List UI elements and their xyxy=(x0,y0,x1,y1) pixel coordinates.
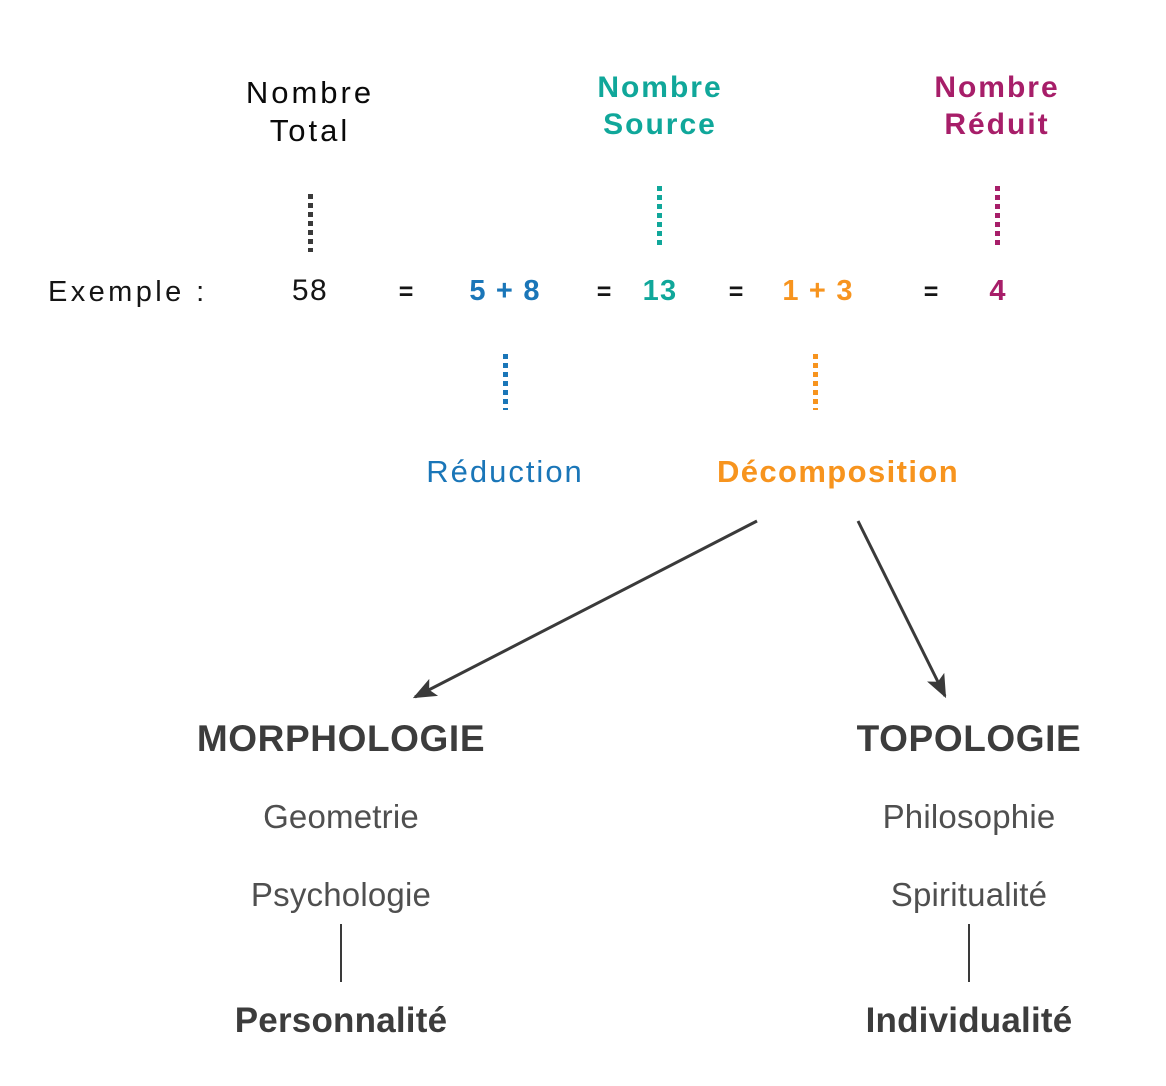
branch-morphologie-item-1: Psychologie xyxy=(250,876,432,913)
header-nombre-total-line1: Nombre xyxy=(245,75,375,110)
term-decomposed-1: 5 + 8 xyxy=(469,275,541,307)
term-total: 58 xyxy=(291,274,329,307)
example-label: Exemple : xyxy=(48,276,208,308)
dotted-connector-source xyxy=(657,186,662,248)
process-label-reduction: Réduction xyxy=(426,454,584,489)
branch-morphologie-item-0: Geometrie xyxy=(263,798,419,835)
header-nombre-source-line1: Nombre xyxy=(597,71,723,104)
branch-topologie: TOPOLOGIE Philosophie Spiritualité xyxy=(768,720,1166,911)
header-nombre-reduit-line1: Nombre xyxy=(934,71,1060,104)
term-decomposed-2: 1 + 3 xyxy=(782,275,854,307)
arrow-decomposition-to-morphologie xyxy=(412,519,758,699)
branch-morphologie: MORPHOLOGIE Geometrie Psychologie xyxy=(140,720,542,911)
dotted-connector-reduit xyxy=(995,186,1000,248)
dotted-connector-decomposition xyxy=(813,354,818,410)
branch-morphologie-result: Personnalité xyxy=(234,1001,448,1040)
header-nombre-source: Nombre Source xyxy=(525,70,795,143)
branch-topologie-item-1: Spiritualité xyxy=(890,876,1048,913)
term-equals-1: = xyxy=(398,278,414,306)
dotted-connector-total xyxy=(308,194,313,252)
header-nombre-reduit: Nombre Réduit xyxy=(862,70,1132,143)
branch-topologie-title: TOPOLOGIE xyxy=(856,718,1082,759)
connector-topologie xyxy=(968,924,970,982)
term-source: 13 xyxy=(642,275,678,307)
arrow-decomposition-to-topologie xyxy=(856,520,947,699)
term-equals-2: = xyxy=(596,278,612,306)
branch-morphologie-title: MORPHOLOGIE xyxy=(196,718,486,759)
header-nombre-total-line2: Total xyxy=(269,112,351,148)
connector-morphologie xyxy=(340,924,342,982)
process-label-decomposition: Décomposition xyxy=(716,454,960,489)
branch-topologie-result: Individualité xyxy=(865,1001,1073,1040)
dotted-connector-reduction xyxy=(503,354,508,410)
header-nombre-source-line2: Source xyxy=(603,107,717,141)
term-reduit: 4 xyxy=(989,275,1007,307)
header-nombre-reduit-line2: Réduit xyxy=(944,107,1050,141)
header-nombre-total: Nombre Total xyxy=(175,74,445,150)
term-equals-4: = xyxy=(923,278,939,306)
branch-topologie-item-0: Philosophie xyxy=(882,798,1056,835)
term-equals-3: = xyxy=(728,278,744,306)
